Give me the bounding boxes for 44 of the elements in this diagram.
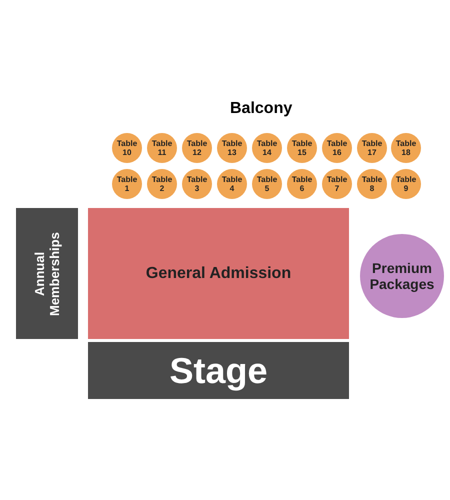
table-circle xyxy=(322,169,352,199)
table-circle xyxy=(252,169,282,199)
table-label: Table 6 xyxy=(290,175,314,193)
section-label: Premium Packages xyxy=(368,260,436,292)
table-circle xyxy=(357,169,387,199)
table-label: Table 7 xyxy=(326,175,348,193)
section-label: Stage xyxy=(169,350,268,392)
section-label: General Admission xyxy=(146,264,292,282)
table-circle xyxy=(287,133,317,163)
table-label: Table 18 xyxy=(394,139,418,157)
table-circle xyxy=(287,169,317,199)
table-label: Table 11 xyxy=(150,139,174,157)
table-label: Table 10 xyxy=(116,139,138,157)
general-admission-area xyxy=(88,208,349,339)
table-circle xyxy=(112,133,142,163)
table-circle xyxy=(357,133,387,163)
table-label: Table 16 xyxy=(326,139,348,157)
table-label: Table 3 xyxy=(186,175,208,193)
table-label: Table 15 xyxy=(290,139,314,157)
table-label: Table 4 xyxy=(220,175,244,193)
table-label: Table 8 xyxy=(360,175,384,193)
table-label: Table 13 xyxy=(220,139,244,157)
table-circle xyxy=(322,133,352,163)
table-label: Table 5 xyxy=(256,175,278,193)
area-label: Balcony xyxy=(230,100,292,118)
table-circle xyxy=(147,133,177,163)
section-label: Annual Memberships xyxy=(32,230,62,318)
table-circle xyxy=(252,133,282,163)
table-label: Table 14 xyxy=(256,139,278,157)
table-label: Table 12 xyxy=(186,139,208,157)
stage-block xyxy=(88,342,349,399)
table-circle xyxy=(217,133,247,163)
table-circle xyxy=(182,169,212,199)
table-circle xyxy=(391,133,421,163)
table-label: Table 2 xyxy=(150,175,174,193)
table-label: Table 9 xyxy=(394,175,418,193)
table-circle xyxy=(217,169,247,199)
table-circle xyxy=(182,133,212,163)
section-block xyxy=(16,208,78,339)
table-circle xyxy=(112,169,142,199)
table-label: Table 17 xyxy=(360,139,384,157)
table-label: Table 1 xyxy=(116,175,138,193)
table-circle xyxy=(391,169,421,199)
table-circle xyxy=(147,169,177,199)
